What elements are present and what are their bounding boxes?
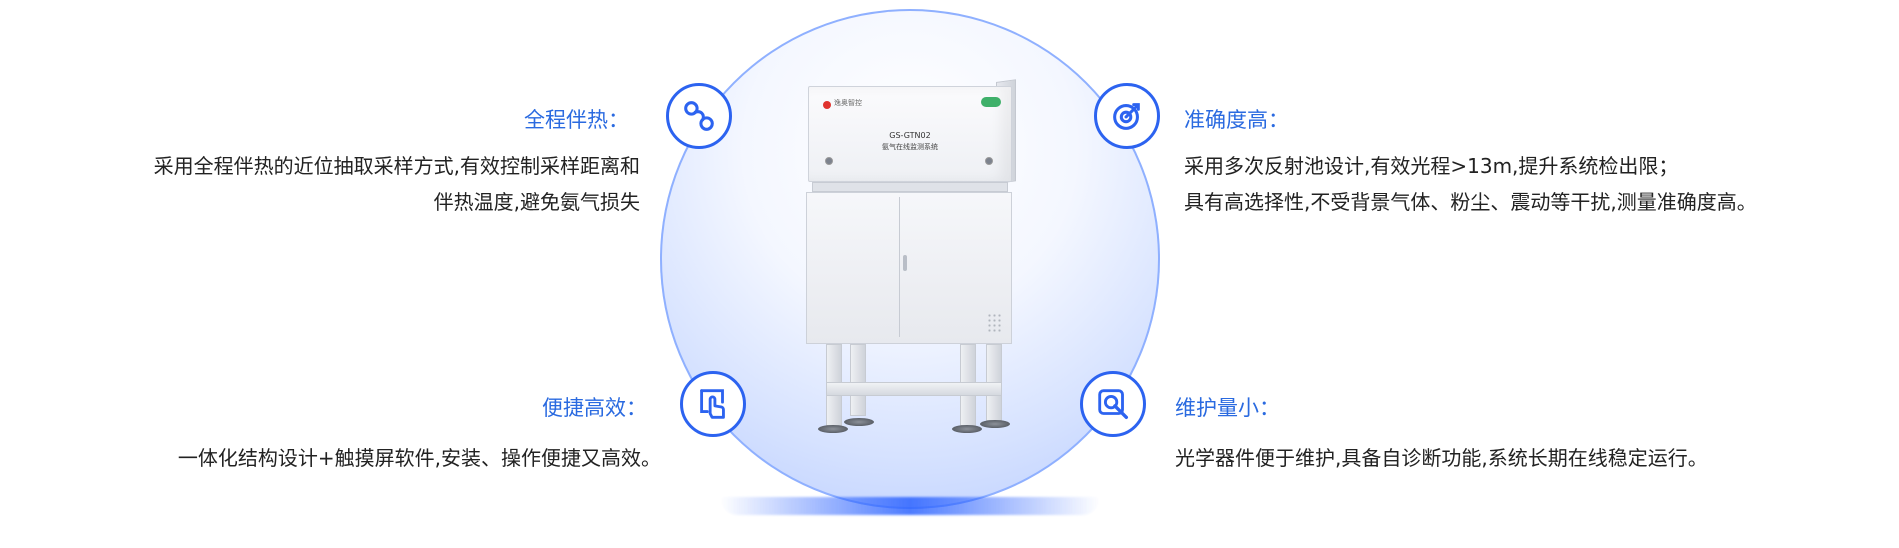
touch-hand-icon <box>700 389 725 419</box>
stand-leg <box>850 344 866 416</box>
feature-desc-line: 采用全程伴热的近位抽取采样方式,有效控制采样距离和 <box>153 154 640 178</box>
wrench-tool-icon <box>1098 389 1129 420</box>
stand-foot <box>952 425 982 433</box>
feature-desc-easy-efficient: 一体化结构设计+触摸屏软件,安装、操作便捷又高效。 <box>0 440 661 476</box>
feature-title-full-heat-tracing: 全程伴热： <box>524 108 629 132</box>
door-seam <box>899 197 900 337</box>
feature-desc-line: 光学器件便于维护,具备自诊断功能,系统长期在线稳定运行。 <box>1175 446 1708 470</box>
feature-icon-badge <box>666 83 732 149</box>
feature-title-high-accuracy: 准确度高： <box>1184 108 1289 132</box>
feature-desc-line: 伴热温度,避免氨气损失 <box>433 190 640 214</box>
cabinet-lower-box <box>806 192 1012 344</box>
link-chain-icon <box>684 101 714 131</box>
feature-title-easy-efficient: 便捷高效： <box>542 396 647 420</box>
feature-icon-badge <box>680 371 746 437</box>
feature-icon-badge <box>1094 83 1160 149</box>
feature-desc-line: 采用多次反射池设计,有效光程>13m,提升系统检出限； <box>1184 154 1679 178</box>
brand-label: 逸奥智控 <box>834 99 862 107</box>
bolt-icon <box>825 157 833 165</box>
cabinet-mid-band <box>812 182 1008 192</box>
feature-desc-low-maintenance: 光学器件便于维护,具备自诊断功能,系统长期在线稳定运行。 <box>1175 440 1708 476</box>
feature-desc-line: 一体化结构设计+触摸屏软件,安装、操作便捷又高效。 <box>177 446 661 470</box>
feature-desc-high-accuracy: 采用多次反射池设计,有效光程>13m,提升系统检出限； 具有高选择性,不受背景气… <box>1184 148 1757 220</box>
bolt-icon <box>985 157 993 165</box>
feature-icon-badge <box>1080 371 1146 437</box>
certification-badge <box>981 97 1001 107</box>
device-name: 氨气在线监测系统 <box>882 143 938 151</box>
stand-foot <box>844 418 874 426</box>
target-arrow-icon <box>1113 103 1140 130</box>
stand-crossbar <box>826 382 1002 396</box>
door-handle <box>903 255 907 271</box>
brand-logo-icon <box>823 101 831 109</box>
feature-desc-full-heat-tracing: 采用全程伴热的近位抽取采样方式,有效控制采样距离和 伴热温度,避免氨气损失 <box>0 148 640 220</box>
device-model: GS-GTN02 <box>889 131 931 140</box>
vent-grille <box>987 313 1003 333</box>
stand-foot <box>818 425 848 433</box>
feature-title-low-maintenance: 维护量小： <box>1175 396 1280 420</box>
cabinet-upper-box: 逸奥智控 GS-GTN02 氨气在线监测系统 <box>808 86 1012 182</box>
analyzer-cabinet-image: 逸奥智控 GS-GTN02 氨气在线监测系统 <box>800 79 1020 452</box>
feature-desc-line: 具有高选择性,不受背景气体、粉尘、震动等干扰,测量准确度高。 <box>1184 190 1757 214</box>
stand-foot <box>980 420 1010 428</box>
